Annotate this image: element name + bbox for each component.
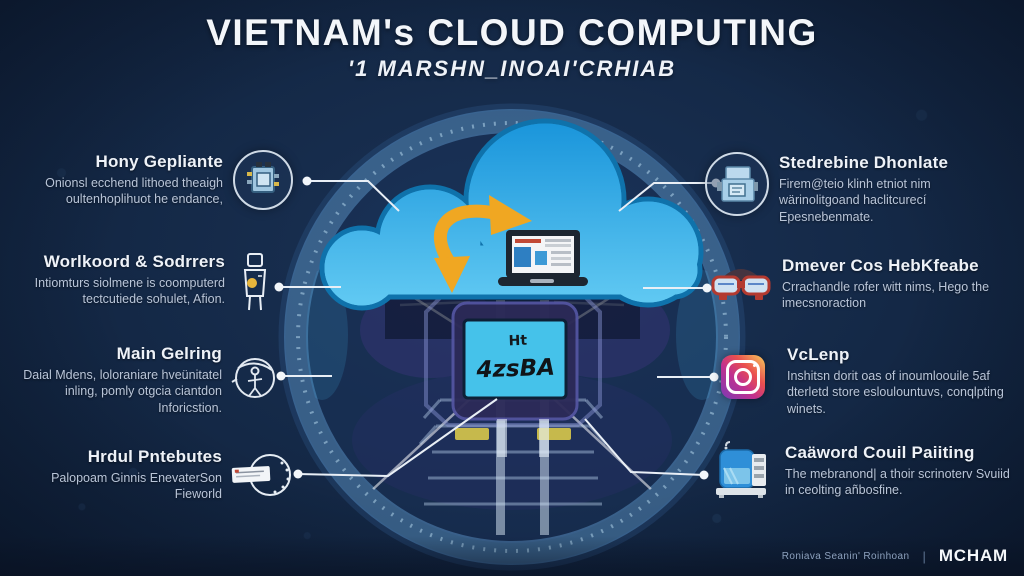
server-icon — [705, 152, 769, 216]
feature-item-left-2: Worlkoord & Sodrrers Intiomturs siolmene… — [20, 252, 225, 308]
instagram-lens — [734, 368, 752, 386]
feature-item-right-4: Caäword Couil Paiiting The mebranond| a … — [785, 443, 1013, 499]
feature-item-right-3: VcLenp Inshitsn dorit oas of inoumloouil… — [787, 345, 1012, 417]
cloud-printer-icon — [712, 440, 770, 503]
chip-icon — [233, 150, 293, 210]
bottom-band — [0, 536, 1024, 576]
control-device: Ht 4zsBA — [451, 301, 579, 457]
worker-icon — [240, 252, 270, 319]
item-title: Hrdul Pntebutes — [87, 447, 222, 466]
footer-divider: | — [922, 548, 926, 564]
footer-credit: Roniava Seanin' Roinhoan — [781, 550, 910, 562]
world-tag-icon — [230, 450, 296, 505]
vr-goggles-icon — [710, 262, 772, 311]
instagram-flash-dot — [753, 364, 756, 367]
footer-brand-logo: MCHAM — [938, 546, 1008, 565]
item-title: VcLenp — [787, 345, 850, 364]
feature-item-left-3: Main Gelring Daial Mdens, loloraniare hv… — [22, 344, 222, 416]
sync-arrow-icon — [434, 195, 532, 293]
item-desc: The mebranond| a thoir scrinoterv Svuiid… — [785, 467, 1010, 498]
instagram-frame — [726, 360, 760, 394]
item-title: Stedrebine Dhonlate — [779, 153, 949, 172]
page-title: VIETNAM's CLOUD COMPUTING — [206, 12, 818, 53]
svg-text:4zsBA: 4zsBA — [475, 355, 555, 384]
item-desc: Palopoam Ginnis EnevaterSon Fieworld — [51, 471, 222, 502]
item-title: Worlkoord & Sodrrers — [43, 252, 225, 271]
item-title: Hony Gepliante — [95, 152, 223, 171]
instagram-icon — [721, 355, 765, 399]
item-desc: Onionsl ecchend lithoed theaigh oultenho… — [45, 176, 223, 207]
item-title: Dmever Cos HebKfeabe — [782, 256, 979, 275]
globe-sketch-icon — [228, 354, 278, 407]
page-subtitle: '1 MARSHN_INOAI'CRHIAB — [347, 56, 677, 81]
footer: Roniava Seanin' Roinhoan | MCHAM — [782, 546, 1008, 566]
feature-item-right-2: Dmever Cos HebKfeabe Crrachandle rofer w… — [782, 256, 1010, 312]
svg-text:Ht: Ht — [508, 333, 527, 350]
laptop-icon — [498, 230, 588, 286]
item-desc: Daial Mdens, loloraniare hveünitatel inl… — [23, 368, 222, 415]
item-desc: Firem@teio klinh etniot nim wärinolitgoa… — [779, 177, 931, 224]
connector-lines — [279, 180, 716, 478]
header: VIETNAM's CLOUD COMPUTING '1 MARSHN_INOA… — [0, 12, 1024, 82]
feature-item-left-4: Hrdul Pntebutes Palopoam Ginnis Enevater… — [22, 447, 222, 503]
item-desc: Inshitsn dorit oas of inoumloouile 5af d… — [787, 369, 1004, 416]
feature-item-left-1: Hony Gepliante Onionsl ecchend lithoed t… — [18, 152, 223, 208]
item-title: Main Gelring — [116, 344, 222, 363]
item-desc: Crrachandle rofer witt nims, Hego the im… — [782, 280, 990, 311]
item-title: Caäword Couil Paiiting — [785, 443, 975, 462]
feature-item-right-1: Stedrebine Dhonlate Firem@teio klinh etn… — [779, 153, 997, 225]
item-desc: Intiomturs siolmene is coomputerd tectcu… — [34, 276, 225, 307]
